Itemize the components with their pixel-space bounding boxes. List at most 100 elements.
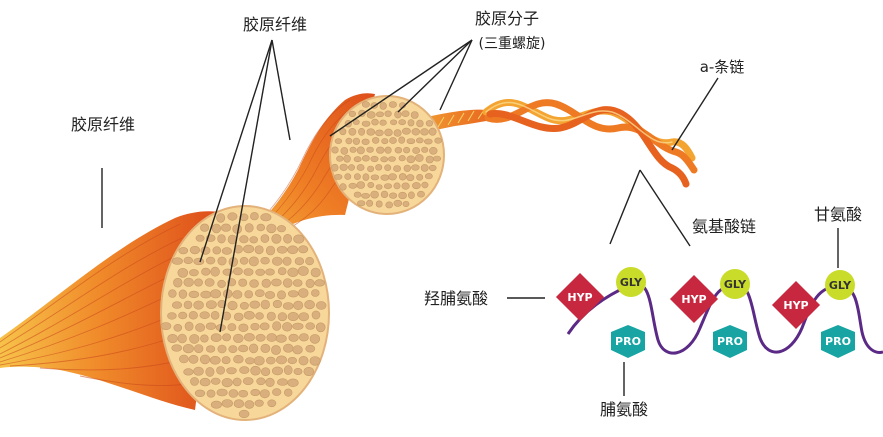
fibril-cell [278, 268, 286, 275]
fibril-cell [399, 192, 407, 199]
fibril-cell [239, 410, 249, 418]
fibril-cell [371, 191, 379, 198]
fibril-cell [233, 378, 241, 386]
fibril-cell [201, 335, 209, 342]
fibril-cell [394, 200, 402, 206]
fibril-cell [293, 346, 303, 354]
fibril-cell [375, 130, 383, 136]
fibril-cell [426, 120, 433, 126]
fibril-cell [384, 184, 391, 189]
fibril-cell [172, 302, 182, 309]
fibril-cell [288, 312, 298, 320]
fibril-cell [185, 322, 193, 331]
fibril-cell [190, 334, 200, 343]
fibril-cell [348, 165, 354, 171]
fibril-cell [245, 224, 253, 233]
fibril-cell [190, 246, 200, 254]
fibril-cell [349, 111, 356, 117]
gly-label: GLY [724, 278, 747, 291]
label-triple-helix: (三重螺旋) [479, 36, 546, 52]
fibril-cell [243, 378, 253, 385]
fibril-cell [217, 389, 227, 396]
fibril-cell [435, 138, 442, 144]
fibril-cell [266, 246, 275, 255]
fibril-cell [344, 155, 351, 162]
large-cross-section [161, 206, 329, 420]
fibril-cell [415, 154, 423, 161]
fibril-cell [234, 313, 243, 321]
fibril-cell [266, 269, 275, 275]
fibril-cell [283, 303, 293, 310]
fibril-cell [316, 323, 325, 332]
fibril-cell [221, 224, 230, 232]
fibril-cell [272, 389, 281, 396]
fibril-cell [239, 390, 248, 397]
fibril-cell [390, 137, 397, 143]
fibril-cell [239, 324, 248, 332]
fibril-cell [341, 147, 348, 154]
fibril-cell [376, 164, 382, 170]
fibril-cell [261, 257, 270, 264]
fibril-cell [277, 246, 287, 253]
fibril-cell [310, 334, 320, 343]
fibril-cell [273, 322, 281, 331]
fibril-cell [293, 280, 302, 287]
fibril-cell [357, 147, 364, 154]
fibril-cell [267, 224, 277, 233]
fibril-cell [244, 269, 253, 276]
fibril-cell [234, 355, 244, 363]
fibril-cell [244, 311, 254, 319]
fibril-cell [179, 312, 187, 319]
leader-chain-a [610, 170, 640, 244]
fibril-cell [222, 400, 233, 408]
fibril-cell [408, 120, 414, 127]
fibril-cell [289, 334, 299, 341]
leader-alpha-chain [672, 78, 718, 150]
residue-group-2: HYP GLY PRO [670, 269, 750, 358]
fibril-cell [388, 157, 395, 162]
fibril-cell [421, 164, 428, 171]
fibril-cell [349, 183, 357, 188]
fibril-cell [288, 379, 299, 387]
fibril-cell [223, 334, 231, 341]
fibril-cell [412, 165, 420, 171]
fibril-cell [260, 323, 269, 330]
fibril-cell [172, 345, 182, 352]
fibril-cell [233, 334, 243, 342]
fibril-cell [376, 185, 382, 190]
fibril-cell [380, 120, 387, 126]
fibril-cell [385, 111, 392, 117]
hyp-label: HYP [783, 299, 808, 312]
fibril-cell [412, 182, 420, 188]
fibril-cell [394, 183, 400, 189]
fibril-cell [362, 121, 370, 126]
label-amino-acid-chain: 氨基酸链 [692, 217, 756, 236]
label-glycine: 甘氨酸 [814, 205, 862, 224]
fibril-cell [233, 291, 242, 299]
fibril-cell [335, 139, 342, 144]
fibril-cell [429, 128, 436, 135]
fibril-cell [305, 300, 315, 309]
pro-label: PRO [825, 335, 851, 348]
fibril-cell [362, 102, 369, 108]
fibril-cell [349, 128, 356, 135]
fibril-cell [179, 355, 188, 363]
residue-group-3: HYP GLY PRO [772, 270, 855, 358]
fibril-cell [267, 334, 277, 342]
fibril-cell [184, 257, 193, 264]
fibril-cell [218, 345, 226, 353]
fibril-cell [200, 224, 208, 232]
fibril-cell [218, 257, 226, 265]
fibril-cell [417, 191, 424, 197]
fibril-cell [260, 390, 269, 398]
fibril-cell [367, 147, 374, 152]
fibril-cell [402, 111, 409, 117]
fibril-cell [331, 164, 338, 171]
fibril-cell [217, 214, 225, 223]
fibril-cell [276, 335, 286, 343]
fibril-cell [211, 378, 220, 384]
fibril-cell [416, 138, 423, 143]
fibril-cell [222, 248, 232, 255]
fibril-cell [218, 280, 226, 287]
